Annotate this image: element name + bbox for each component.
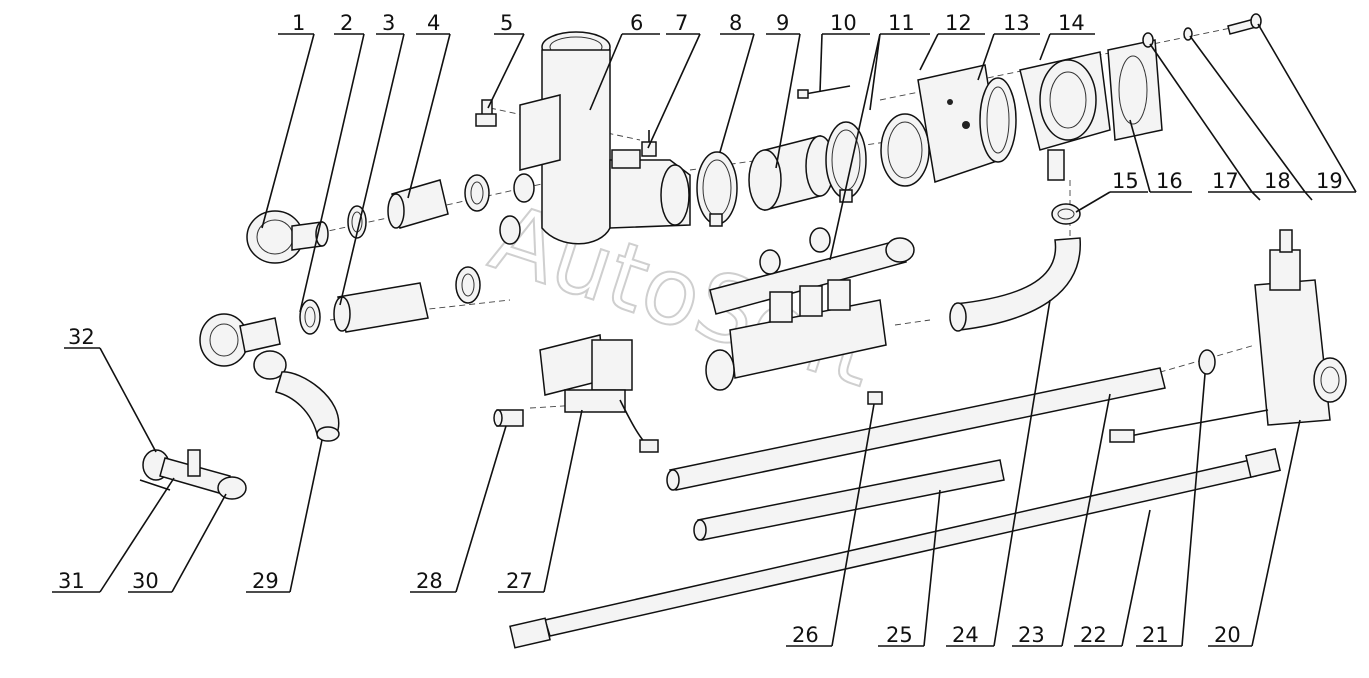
part-20-pressure-regulator	[1109, 229, 1347, 443]
part-4-short-hose	[387, 174, 490, 229]
callout-23: 23	[1018, 623, 1045, 647]
part-24-curved-hose	[949, 237, 1081, 332]
part-6-main-housing	[499, 31, 691, 245]
callout-5: 5	[500, 11, 513, 35]
part-16-flange-plate	[1107, 39, 1163, 141]
callout-15: 15	[1112, 169, 1139, 193]
callout-31: 31	[58, 569, 85, 593]
callout-30: 30	[132, 569, 159, 593]
callout-18: 18	[1264, 169, 1291, 193]
callout-2: 2	[340, 11, 353, 35]
callout-27: 27	[506, 569, 533, 593]
part-1-end-cap	[246, 210, 329, 264]
callout-7: 7	[675, 11, 688, 35]
callout-28: 28	[416, 569, 443, 593]
part-5-small-fitting	[475, 99, 497, 127]
callout-3: 3	[382, 11, 395, 35]
callout-numbers: 1 2 3 4 5 6 7 8 9 10 11 12 13 14 15 16 1…	[58, 11, 1343, 647]
part-30-31-tee-fitting	[139, 449, 247, 500]
callout-9: 9	[776, 11, 789, 35]
part-fuel-rail-assembly	[705, 227, 915, 391]
callout-21: 21	[1142, 623, 1169, 647]
callout-22: 22	[1080, 623, 1107, 647]
part-2-hose-clamp	[299, 205, 367, 335]
part-28-fitting	[493, 409, 524, 427]
callout-13: 13	[1003, 11, 1030, 35]
part-29-curved-hose	[275, 371, 340, 442]
callout-6: 6	[630, 11, 643, 35]
callout-19: 19	[1316, 169, 1343, 193]
part-lower-elbow	[199, 313, 287, 380]
part-19-bolt	[1227, 13, 1262, 35]
part-3-long-hose	[333, 266, 481, 333]
callout-11: 11	[888, 11, 915, 35]
callout-25: 25	[886, 623, 913, 647]
callout-14: 14	[1058, 11, 1085, 35]
part-15-small-clamp	[1051, 203, 1081, 225]
callout-12: 12	[945, 11, 972, 35]
callout-26: 26	[792, 623, 819, 647]
part-21-clamp	[1198, 349, 1216, 375]
part-7-bolt	[641, 130, 657, 157]
part-23-hose	[666, 367, 1166, 491]
part-9-sleeve	[748, 135, 835, 211]
callout-1: 1	[292, 11, 305, 35]
callout-16: 16	[1156, 169, 1183, 193]
callout-17: 17	[1212, 169, 1239, 193]
callout-20: 20	[1214, 623, 1241, 647]
part-14-mixer-housing	[1019, 51, 1111, 181]
part-8-hose-clamp	[696, 151, 738, 227]
part-27-solenoid-valve	[539, 334, 659, 453]
callout-24: 24	[952, 623, 979, 647]
callout-8: 8	[729, 11, 742, 35]
part-25-hose	[693, 459, 1005, 541]
callout-4: 4	[427, 11, 440, 35]
callout-29: 29	[252, 569, 279, 593]
part-13-gasket	[979, 77, 1017, 163]
part-10-pin	[797, 85, 851, 99]
part-22-fuel-line	[509, 448, 1281, 649]
part-12-throttle-body	[880, 64, 1001, 187]
callout-10: 10	[830, 11, 857, 35]
callout-leaders	[52, 23, 1357, 647]
part-26-nut	[867, 391, 883, 405]
callout-32: 32	[68, 325, 95, 349]
